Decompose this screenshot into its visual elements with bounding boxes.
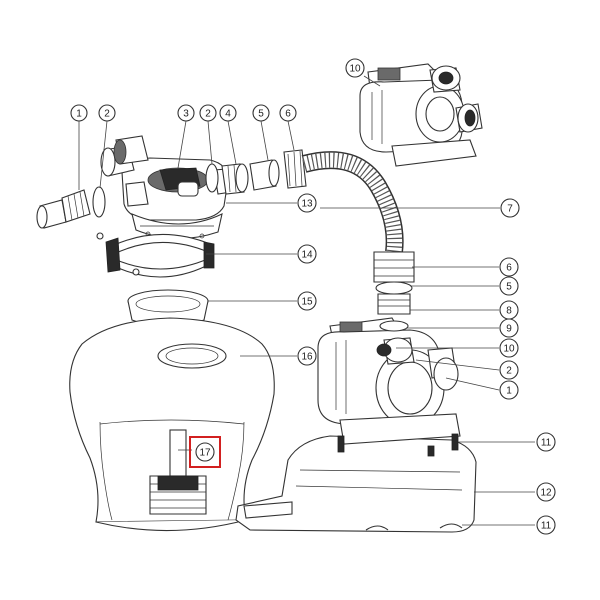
fitting-chain-top-illustration	[205, 149, 307, 195]
callout-8: 8	[499, 300, 519, 320]
svg-text:2: 2	[205, 109, 211, 120]
svg-text:1: 1	[506, 386, 512, 397]
base-plate-illustration	[235, 435, 477, 533]
svg-text:14: 14	[301, 250, 313, 261]
svg-text:3: 3	[183, 109, 189, 120]
svg-text:11: 11	[541, 521, 552, 532]
callout-10-lower: 10	[499, 338, 519, 358]
svg-text:6: 6	[506, 263, 512, 274]
callout-17-highlighted: 17	[189, 436, 221, 468]
callout-2-top-left: 2	[98, 104, 116, 122]
callout-2-lower: 2	[499, 360, 519, 380]
svg-text:9: 9	[506, 324, 512, 335]
svg-text:4: 4	[225, 109, 231, 120]
svg-text:1: 1	[76, 109, 82, 120]
callout-5-top: 5	[252, 104, 270, 122]
callout-9: 9	[499, 318, 519, 338]
svg-text:17: 17	[199, 448, 211, 459]
pump-bottom-illustration	[317, 317, 461, 445]
callout-5-lower: 5	[499, 276, 519, 296]
callout-13: 13	[297, 193, 317, 213]
svg-text:5: 5	[258, 109, 264, 120]
callout-4: 4	[219, 104, 237, 122]
callout-14: 14	[297, 244, 317, 264]
svg-text:10: 10	[349, 64, 361, 75]
pump-top-illustration	[359, 63, 483, 167]
svg-text:6: 6	[285, 109, 291, 120]
svg-text:8: 8	[506, 306, 512, 317]
valve-assembly-illustration	[100, 135, 245, 243]
svg-text:10: 10	[503, 344, 515, 355]
hose-unions-lower-illustration	[373, 251, 415, 332]
hose-adapter-top-illustration	[36, 189, 91, 229]
svg-text:7: 7	[507, 204, 513, 215]
callout-3: 3	[177, 104, 195, 122]
svg-text:2: 2	[506, 366, 512, 377]
callout-11-lower: 11	[536, 515, 556, 535]
highlight-box	[189, 436, 221, 468]
callout-12: 12	[536, 482, 556, 502]
svg-text:13: 13	[301, 199, 313, 210]
screws-illustration	[337, 433, 463, 531]
callout-7: 7	[500, 198, 520, 218]
oring-top-left-illustration	[92, 186, 106, 218]
callout-15: 15	[297, 291, 317, 311]
callout-6-lower: 6	[499, 257, 519, 277]
callout-11-upper: 11	[536, 432, 556, 452]
callout-6-top: 6	[279, 104, 297, 122]
svg-text:12: 12	[540, 488, 552, 499]
callout-16: 16	[297, 346, 317, 366]
callout-10-top: 10	[345, 58, 365, 78]
svg-text:5: 5	[506, 282, 512, 293]
callout-2-top-mid: 2	[199, 104, 217, 122]
callout-1-top: 1	[70, 104, 88, 122]
svg-text:15: 15	[301, 297, 313, 308]
callout-1-lower: 1	[499, 380, 519, 400]
svg-text:2: 2	[104, 109, 110, 120]
leader-lines	[78, 75, 535, 526]
filter-tank-illustration	[69, 317, 275, 532]
svg-text:11: 11	[541, 438, 552, 449]
clamp-illustration	[96, 232, 215, 278]
svg-text:16: 16	[301, 352, 313, 363]
